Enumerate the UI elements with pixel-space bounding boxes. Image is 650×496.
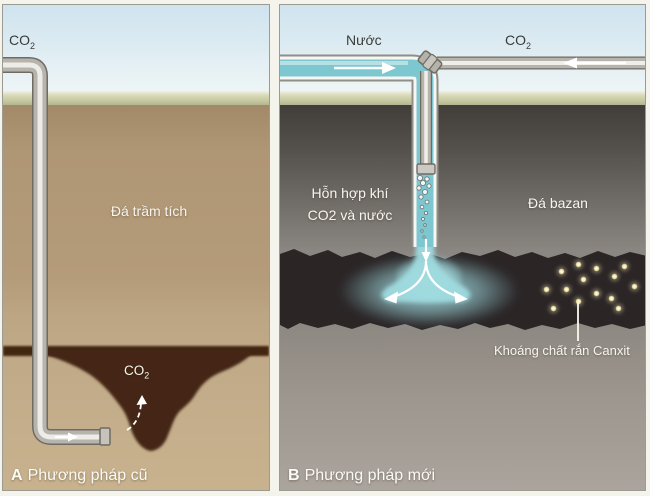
- co2-bubbles-icon: [416, 174, 432, 239]
- pipe-nozzle: [99, 427, 111, 446]
- water-flow-arrow-icon: [334, 62, 396, 74]
- calcite-dot: [611, 273, 618, 280]
- calcite-dot: [558, 268, 565, 275]
- co2-source-label: CO2: [505, 32, 532, 51]
- calcite-dot: [580, 276, 587, 283]
- calcite-dot: [575, 298, 582, 305]
- calcite-mineral-label: Khoáng chất rắn Canxit: [494, 343, 630, 358]
- calcite-dot: [593, 265, 600, 272]
- calcite-dot: [593, 290, 600, 297]
- mixture-label: Hỗn hợp khí CO2 và nước: [280, 182, 420, 226]
- plume-flow-arrow-icon: [126, 395, 147, 431]
- sedimentary-rock-label: Đá trầm tích: [110, 203, 188, 219]
- plume-arrowheads: [384, 252, 468, 304]
- plume-co2-label: CO2: [124, 363, 150, 381]
- water-source-label: Nước: [346, 32, 382, 48]
- calcite-dot: [550, 305, 557, 312]
- mixture-label-line1: Hỗn hợp khí: [311, 185, 389, 201]
- calcite-dot: [631, 283, 638, 290]
- calcite-dot: [543, 286, 550, 293]
- calcite-dot: [615, 305, 622, 312]
- co2-flow-arrow-icon: [563, 57, 626, 69]
- pipes-b: [280, 50, 645, 304]
- ground-surface-b: [280, 91, 645, 107]
- pipe-coupling-icon: [417, 50, 443, 74]
- mixture-label-line2: CO2 và nước: [307, 207, 393, 223]
- ground-surface-a: [3, 91, 269, 107]
- calcite-dot: [575, 261, 582, 268]
- calcite-dot: [621, 263, 628, 270]
- co2-source-label: CO2: [9, 32, 36, 51]
- calcite-dot: [563, 286, 570, 293]
- water-jet-icon: [381, 243, 471, 302]
- panel-new-method: Nước CO2 Hỗn hợp khí CO2 và nước Đá baza…: [279, 4, 646, 491]
- mineral-pointer-line: [577, 303, 579, 341]
- calcite-dot: [608, 295, 615, 302]
- inner-pipe-collar: [416, 163, 436, 175]
- plume-spread-arrows-icon: [392, 239, 460, 299]
- flow-arrow-right-icon: [55, 432, 78, 442]
- co2-injection-pipe-icon: [3, 57, 147, 446]
- basalt-rock-label: Đá bazan: [528, 195, 588, 211]
